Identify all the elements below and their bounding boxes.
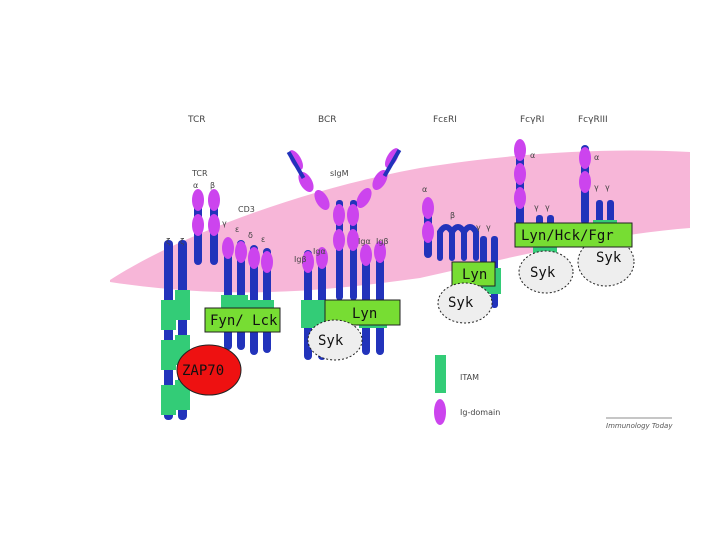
sigm-constant-domain-4	[347, 229, 359, 251]
zap70-kinase	[176, 344, 242, 396]
label-sigm: sIgM	[330, 169, 349, 178]
tcr-beta-domain-1	[208, 189, 220, 211]
label-zeta-2: ζ	[180, 237, 184, 246]
ig-beta-domain-left	[302, 251, 314, 273]
fcgriii-alpha-domain-2	[579, 171, 591, 193]
syk-bcr-kinase	[307, 319, 363, 361]
sigm-hinge-left	[286, 151, 306, 179]
ig-beta-itam-left	[301, 300, 315, 328]
label-tcr-beta: β	[210, 181, 215, 190]
sigm-constant-domain-1	[333, 204, 345, 226]
lyn-hck-fgr-kinase-box	[514, 222, 633, 248]
lyn-bcr-kinase-label: Lyn	[352, 306, 377, 322]
label-tcr: TCR	[191, 169, 208, 178]
tcr-beta-domain-2	[208, 214, 220, 236]
tcr-alpha-domain-2	[192, 214, 204, 236]
header-fcgriii: FcγRIII	[578, 115, 608, 125]
header-fcgri: FcγRI	[520, 115, 544, 125]
fceri-alpha-domain-1	[422, 197, 434, 219]
cd3-epsilon-domain-2	[261, 251, 273, 273]
fyn-lck-kinase-box	[204, 307, 281, 333]
zeta-itam-4	[175, 290, 190, 320]
fcgri-alpha-domain-1	[514, 139, 526, 161]
label-fceri-alpha: α	[422, 185, 427, 194]
label-ig-alpha-right: Igα	[358, 237, 371, 246]
syk-fceri-kinase	[437, 282, 493, 324]
syk-fceri-kinase-label: Syk	[448, 295, 474, 311]
fceri-beta-chain	[437, 224, 479, 261]
fcgriii-alpha-domain-1	[579, 147, 591, 169]
label-cd3-delta: δ	[248, 231, 253, 240]
cd3-epsilon-domain-1	[235, 241, 247, 263]
label-tcr-alpha: α	[193, 181, 198, 190]
label-cd3-gamma: γ	[222, 219, 227, 228]
sigm-hinge-right	[382, 149, 402, 177]
label-fcgri-gamma-2: γ	[545, 203, 550, 212]
label-ig-beta-right: Igβ	[376, 237, 389, 246]
zeta-itam-2	[161, 340, 176, 370]
credit-text: Immunology Today	[606, 422, 673, 430]
label-cd3-epsilon-1: ε	[235, 225, 239, 234]
label-fceri-gamma-2: γ	[486, 223, 491, 232]
legend-ig-domain-swatch	[434, 399, 446, 425]
tcr-alpha-domain-1	[192, 189, 204, 211]
header-bcr: BCR	[318, 115, 337, 125]
zap70-kinase-label: ZAP70	[182, 363, 224, 379]
sigm-arm-3	[314, 190, 330, 210]
fyn-lck-kinase-label: Fyn/ Lck	[210, 313, 278, 329]
legend-itam-label: ITAM	[460, 373, 479, 382]
syk-fcgri-kinase-label: Syk	[530, 265, 556, 281]
cd3-delta-domain	[248, 247, 260, 269]
syk-fcgri-kinase	[518, 250, 574, 294]
ig-beta-domain-right	[374, 241, 386, 263]
ig-alpha-domain-right	[360, 244, 372, 266]
lyn-fceri-kinase-label: Lyn	[462, 267, 487, 283]
sigm-constant-domain-3	[333, 229, 345, 251]
legend-ig-domain-label: Ig-domain	[460, 408, 500, 417]
sigm-arm-6	[356, 188, 372, 208]
label-fcgriii-gamma-2: γ	[605, 183, 610, 192]
fcgri-alpha-domain-3	[514, 187, 526, 209]
label-fcgriii-alpha: α	[594, 153, 599, 162]
header-tcr: TCR	[187, 115, 206, 125]
label-fcgri-gamma-1: γ	[534, 203, 539, 212]
legend-itam-swatch	[435, 355, 446, 393]
label-fcgriii-gamma-1: γ	[594, 183, 599, 192]
sigm-constant-domain-2	[347, 204, 359, 226]
label-fceri-beta: β	[450, 211, 455, 220]
syk-fcgriii-kinase-label: Syk	[596, 250, 622, 266]
syk-fcgriii-kinase	[577, 237, 635, 287]
zeta-itam-3	[161, 385, 176, 415]
header-fceri: FcεRI	[433, 115, 457, 125]
label-cd3: CD3	[238, 205, 255, 214]
fcgri-alpha-domain-2	[514, 163, 526, 185]
label-ig-alpha-left: Igα	[313, 247, 326, 256]
cd3-gamma-domain	[222, 237, 234, 259]
label-fcgri-alpha: α	[530, 151, 535, 160]
syk-bcr-kinase-label: Syk	[318, 333, 344, 349]
fceri-alpha-domain-2	[422, 221, 434, 243]
label-fceri-gamma-1: γ	[476, 223, 481, 232]
label-ig-beta-left: Igβ	[294, 255, 307, 264]
ig-alpha-domain-left	[316, 247, 328, 269]
zeta-itam-1	[161, 300, 176, 330]
label-cd3-epsilon-2: ε	[261, 235, 265, 244]
legend: ITAM Ig-domain	[434, 355, 500, 425]
lyn-hck-fgr-kinase-label: Lyn/Hck/Fgr	[521, 228, 614, 244]
label-zeta-1: ζ	[166, 237, 170, 246]
receptor-headers: TCR BCR FcεRI FcγRI FcγRIII	[187, 115, 608, 125]
